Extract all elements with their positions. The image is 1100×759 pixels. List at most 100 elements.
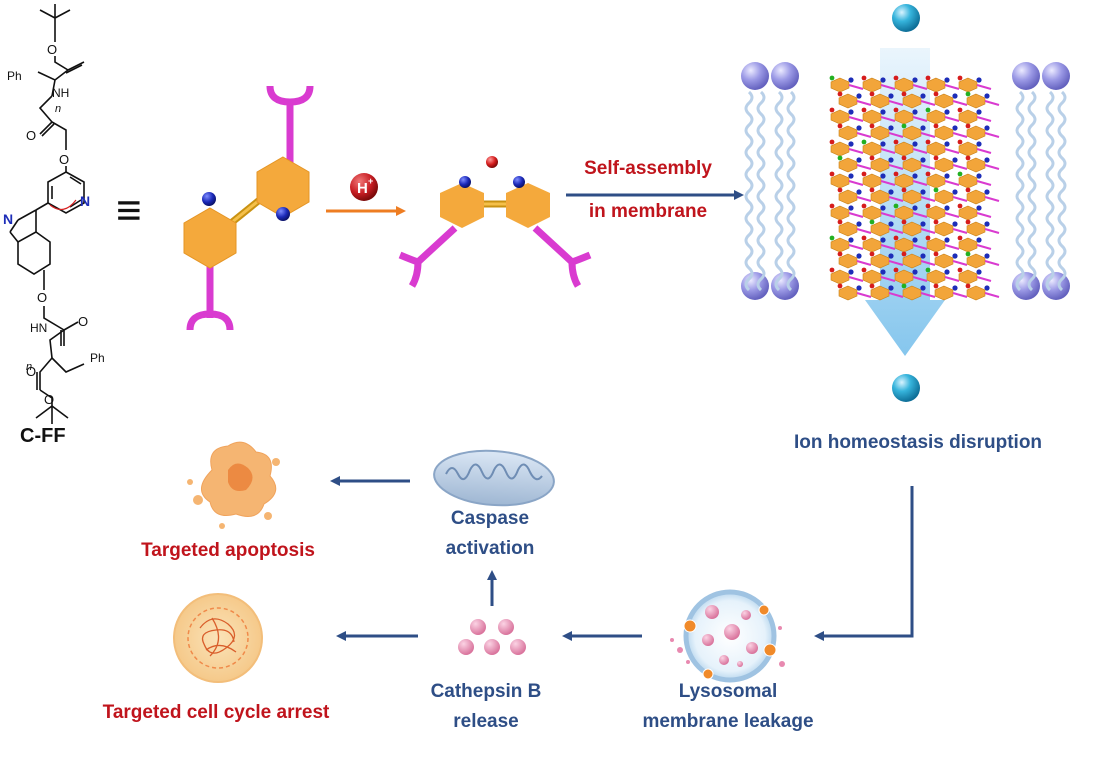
proton-dot — [901, 219, 907, 225]
stack-linker — [912, 180, 928, 186]
nitrogen-atom-icon — [276, 207, 290, 221]
proton-dot — [829, 203, 835, 209]
stack-hexagon — [838, 93, 858, 109]
proton-dot — [861, 235, 867, 241]
stack-linker — [984, 260, 1000, 266]
stack-linker — [984, 132, 1000, 138]
proton-dot — [893, 107, 899, 113]
svg-text:Ph: Ph — [90, 351, 105, 365]
stack-hexagon — [958, 205, 978, 221]
proton-label: H — [357, 180, 368, 197]
stack-hexagon — [838, 285, 858, 301]
stack-hexagon — [902, 253, 922, 269]
stack-linker — [848, 244, 864, 250]
nitrogen-dot — [912, 109, 918, 115]
stack-linker — [880, 276, 896, 282]
stack-hexagon — [902, 189, 922, 205]
proton-dot — [965, 187, 971, 193]
proton-dot — [925, 235, 931, 241]
stack-hexagon — [862, 173, 882, 189]
proton-dot — [933, 123, 939, 129]
stack-linker — [952, 228, 968, 234]
arrow-to-lysosome — [814, 486, 914, 641]
stack-linker — [888, 164, 904, 170]
stack-hexagon — [934, 189, 954, 205]
nitrogen-dot — [920, 285, 926, 291]
stack-linker — [944, 116, 960, 122]
nitrogen-dot — [856, 221, 862, 227]
proton-dot — [829, 171, 835, 177]
self-assembly-label-line2: in membrane — [589, 201, 707, 222]
stack-linker — [984, 196, 1000, 202]
nitrogen-dot — [952, 125, 958, 131]
proton-dot — [925, 107, 931, 113]
stack-hexagon — [870, 189, 890, 205]
caspase-label-line2: activation — [446, 538, 535, 559]
proton-dot — [965, 219, 971, 225]
nitrogen-dot — [848, 205, 854, 211]
stack-linker — [952, 164, 968, 170]
stack-hexagon — [870, 93, 890, 109]
cathepsin-b-icon — [458, 619, 526, 655]
proton-dot — [957, 203, 963, 209]
lysosomal-label-line1: Lysosomal — [679, 681, 778, 702]
lipid-membrane — [741, 62, 1070, 300]
nitrogen-dot — [920, 125, 926, 131]
lipid-head-icon — [771, 62, 799, 90]
stack-linker — [920, 228, 936, 234]
nitrogen-dot — [912, 173, 918, 179]
stack-hexagon — [838, 157, 858, 173]
stack-linker — [920, 292, 936, 298]
nitrogen-dot — [952, 221, 958, 227]
proton-dot — [861, 267, 867, 273]
proton-dot — [901, 91, 907, 97]
ion-bottom-icon — [892, 374, 920, 402]
apoptosis-label: Targeted apoptosis — [141, 540, 315, 561]
stack-linker — [984, 292, 1000, 298]
stack-linker — [944, 212, 960, 218]
stack-linker — [912, 276, 928, 282]
nitrogen-dot — [856, 93, 862, 99]
nitrogen-dot — [976, 269, 982, 275]
proton-dot — [893, 75, 899, 81]
stack-linker — [944, 244, 960, 250]
lipid-head-icon — [1042, 62, 1070, 90]
proton-dot — [965, 283, 971, 289]
mitochondrion-icon — [433, 449, 555, 507]
proton-dot — [869, 283, 875, 289]
stack-linker — [912, 84, 928, 90]
nitrogen-dot — [976, 141, 982, 147]
stack-linker — [976, 180, 992, 186]
proton-dot — [901, 155, 907, 161]
proton-dot — [829, 139, 835, 145]
stack-linker — [944, 84, 960, 90]
stack-linker — [856, 260, 872, 266]
stack-linker — [888, 228, 904, 234]
nitrogen-dot — [848, 237, 854, 243]
stack-linker — [944, 148, 960, 154]
stack-linker — [976, 276, 992, 282]
stack-hexagon — [902, 125, 922, 141]
nitrogen-dot — [984, 285, 990, 291]
proton-dot — [861, 171, 867, 177]
stack-hexagon — [958, 77, 978, 93]
nitrogen-dot — [920, 157, 926, 163]
proton-dot — [933, 283, 939, 289]
proton-dot — [869, 187, 875, 193]
proton-dot — [837, 251, 843, 257]
proton-dot — [829, 75, 835, 81]
proton-charge: + — [368, 176, 373, 186]
stack-hexagon — [862, 141, 882, 157]
stack-linker — [952, 196, 968, 202]
proton-dot — [837, 155, 843, 161]
repeat-n-label: n — [55, 103, 61, 115]
nitrogen-dot — [984, 189, 990, 195]
nitrogen-dot — [944, 77, 950, 83]
stack-hexagon — [958, 173, 978, 189]
ion-disruption-label: Ion homeostasis disruption — [794, 432, 1042, 453]
svg-text:HN: HN — [30, 321, 47, 335]
proton-dot — [925, 171, 931, 177]
nitrogen-dot — [944, 173, 950, 179]
nitrogen-dot — [880, 205, 886, 211]
stack-hexagon — [830, 269, 850, 285]
